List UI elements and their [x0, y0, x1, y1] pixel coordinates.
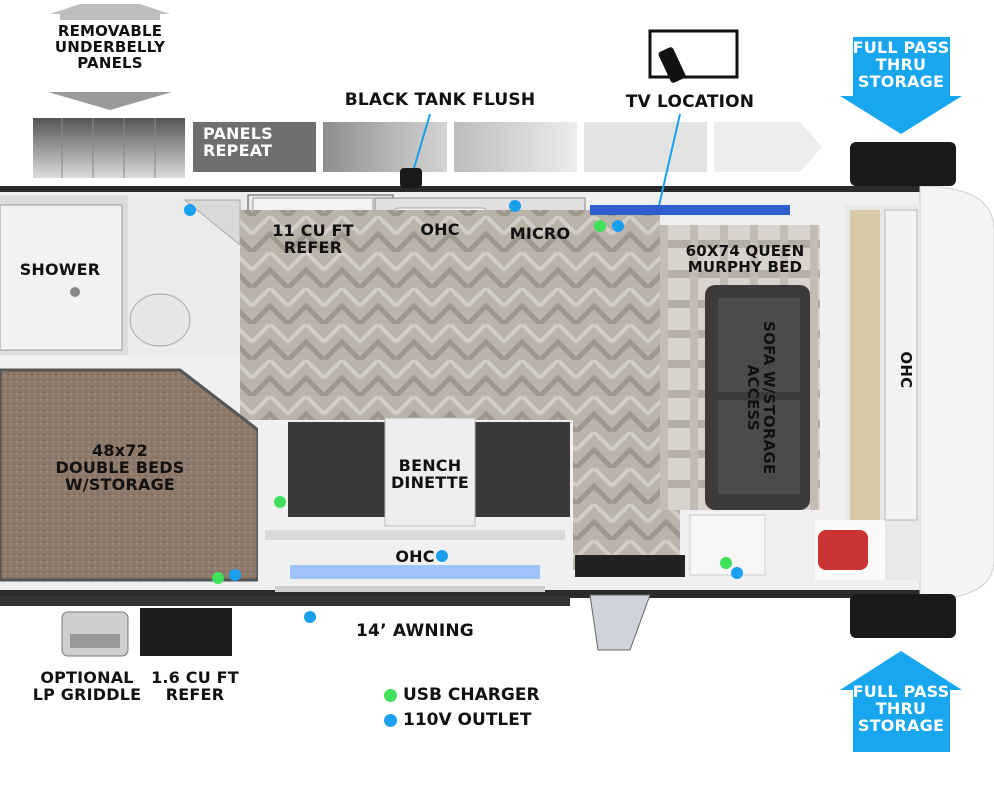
- label-removable-underbelly: REMOVABLE UNDERBELLY PANELS: [54, 22, 166, 72]
- underbelly-panels: [33, 118, 185, 178]
- label-black-tank-flush: BLACK TANK FLUSH: [344, 90, 536, 110]
- label-bench-dinette: BENCH DINETTE: [390, 456, 470, 492]
- awning-rail: [0, 596, 570, 606]
- toilet-icon: [129, 293, 191, 347]
- label-shower: SHOWER: [19, 260, 101, 279]
- tv-bar: [590, 205, 790, 215]
- repeat-panels: [193, 122, 822, 172]
- label-refer-16: 1.6 CU FT REFER: [151, 668, 239, 704]
- label-ohc-dinette: OHC: [395, 547, 435, 566]
- label-micro: MICRO: [509, 224, 571, 243]
- tv-pointer: [657, 113, 681, 211]
- outlet-dot-icon: [384, 713, 397, 727]
- label-awning: 14’ AWNING: [356, 621, 474, 641]
- dinette: [258, 417, 573, 585]
- label-panels-repeat: PANELS REPEAT: [203, 124, 273, 160]
- label-refer-11: 11 CU FT REFER: [272, 221, 354, 257]
- lp-griddle-icon: [61, 611, 129, 657]
- bathroom: [0, 195, 248, 355]
- legend-usb-label: USB CHARGER: [403, 685, 540, 705]
- full-pass-bottom-arrow: [840, 651, 962, 752]
- label-full-pass-bottom: FULL PASS THRU STORAGE: [852, 682, 950, 735]
- exterior-refer-icon: [140, 608, 232, 656]
- label-queen-bed: 60X74 QUEEN MURPHY BED: [685, 242, 805, 276]
- legend-usb: USB CHARGER: [384, 685, 540, 705]
- arrow-down-icon: [48, 4, 172, 110]
- entry-door: [575, 555, 685, 651]
- label-full-pass-top: FULL PASS THRU STORAGE: [852, 38, 950, 91]
- black-tank-flush-icon: [400, 113, 431, 188]
- electrical-markers: [184, 200, 743, 623]
- legend-outlet-label: 110V OUTLET: [403, 710, 532, 730]
- murphy-bed: [660, 225, 820, 510]
- label-double-beds: 48x72 DOUBLE BEDS W/STORAGE: [55, 441, 185, 494]
- usb-dot-icon: [384, 688, 397, 702]
- shower-drain-icon: [70, 287, 80, 297]
- label-ohc-front: OHC: [896, 351, 915, 389]
- label-lp-griddle: OPTIONAL LP GRIDDLE: [32, 668, 142, 704]
- legend-outlet: 110V OUTLET: [384, 710, 531, 730]
- full-pass-top-arrow: [840, 37, 962, 134]
- tv-with-remote-icon: [648, 29, 739, 83]
- label-tv-location: TV LOCATION: [625, 92, 755, 112]
- label-sofa: SOFA W/STORAGE ACCESS: [744, 321, 778, 475]
- main-floor: [240, 210, 660, 420]
- label-ohc-kitchen: OHC: [420, 220, 460, 239]
